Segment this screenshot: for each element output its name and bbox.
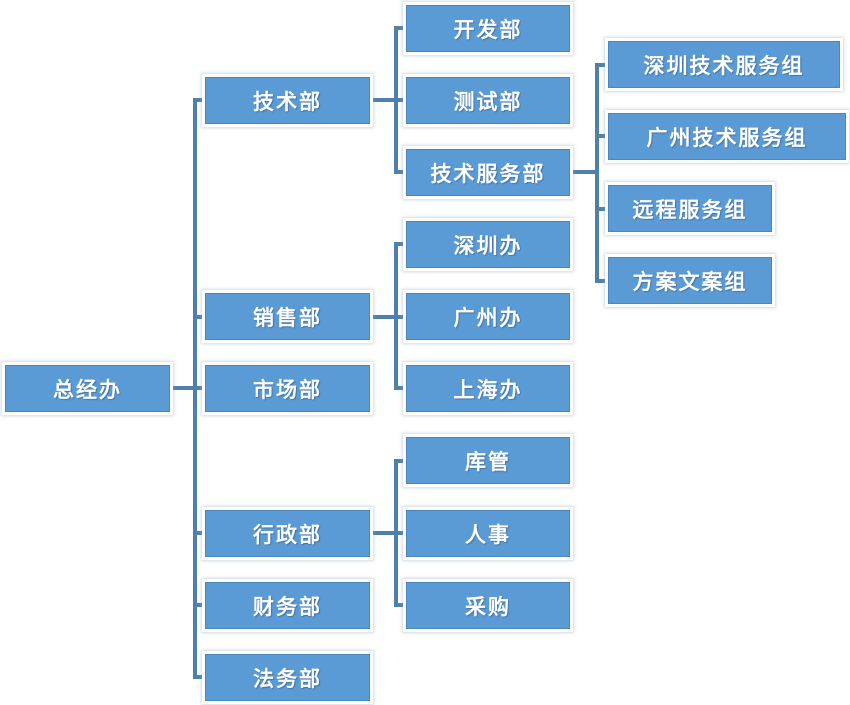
node-dept-tech: 技术部 — [205, 77, 370, 124]
node-group-shenzhen-service: 深圳技术服务组 — [608, 41, 840, 88]
node-dept-market: 市场部 — [205, 365, 370, 412]
node-group-remote-service: 远程服务组 — [608, 185, 772, 232]
node-root-general-office: 总经办 — [5, 365, 170, 412]
node-group-guangzhou-service: 广州技术服务组 — [608, 113, 846, 160]
node-office-shenzhen: 深圳办 — [406, 221, 570, 268]
node-office-shanghai: 上海办 — [406, 365, 570, 412]
node-unit-test: 测试部 — [406, 77, 570, 124]
node-dept-finance: 财务部 — [205, 582, 370, 629]
node-unit-dev: 开发部 — [406, 5, 570, 52]
node-dept-admin: 行政部 — [205, 510, 370, 557]
node-unit-warehouse: 库管 — [406, 437, 570, 484]
node-group-proposal: 方案文案组 — [608, 257, 772, 304]
node-unit-tech-service: 技术服务部 — [406, 149, 570, 196]
node-unit-purchase: 采购 — [406, 582, 570, 629]
node-dept-legal: 法务部 — [205, 654, 370, 701]
node-unit-hr: 人事 — [406, 510, 570, 557]
node-dept-sales: 销售部 — [205, 293, 370, 340]
node-office-guangzhou: 广州办 — [406, 293, 570, 340]
